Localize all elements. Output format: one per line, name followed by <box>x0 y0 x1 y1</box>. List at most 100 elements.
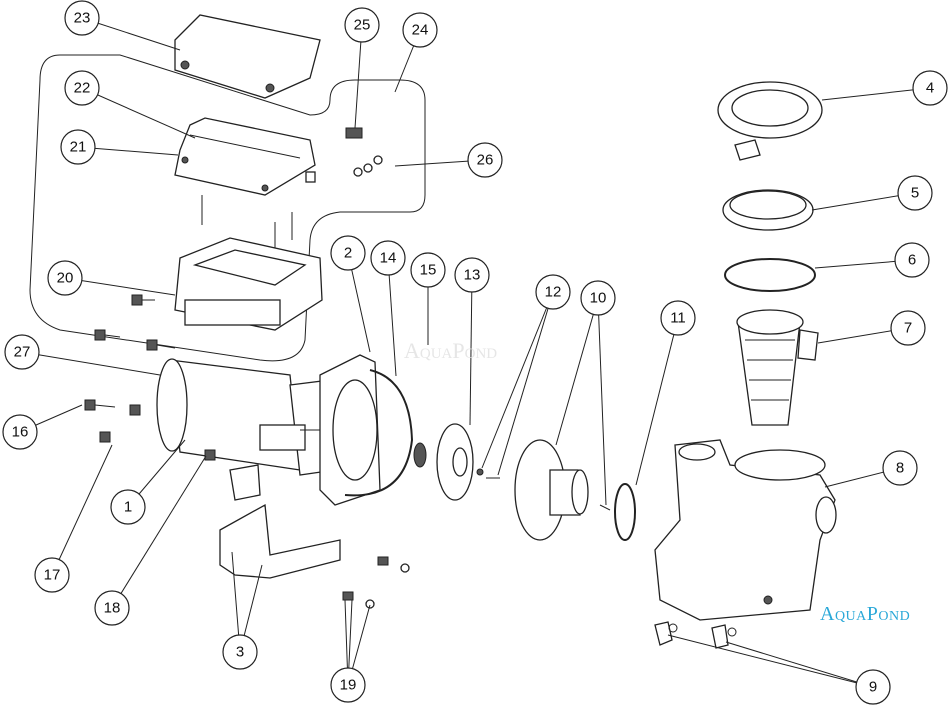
callout-circle <box>402 12 438 48</box>
callout-6: 6 <box>894 242 930 278</box>
watermark: AquaPond <box>404 338 498 363</box>
callout-2: 2 <box>330 235 366 271</box>
callout-number: 26 <box>477 152 494 169</box>
part-10-diffuser <box>514 439 611 541</box>
part-8-pump-housing <box>654 439 837 621</box>
aquapond-logo: AquaPond <box>820 603 911 625</box>
part-15-seal <box>413 442 427 468</box>
callout-number: 14 <box>380 250 397 267</box>
callout-26: 26 <box>467 142 503 178</box>
leader-line-10 <box>555 297 599 446</box>
callout-14: 14 <box>370 240 406 276</box>
callout-9: 9 <box>855 669 891 705</box>
callout-20: 20 <box>47 260 83 296</box>
callout-circle <box>454 257 490 293</box>
callout-15: 15 <box>410 252 446 288</box>
callout-circle <box>64 70 100 106</box>
part-22-21-drive-cover <box>174 117 316 196</box>
callout-circle <box>897 175 933 211</box>
leader-line-4 <box>821 87 931 101</box>
leader-line-20 <box>64 277 176 296</box>
leader-line-9 <box>667 634 874 688</box>
callout-number: 18 <box>104 600 121 617</box>
callout-number: 3 <box>236 644 244 661</box>
callout-27: 27 <box>4 334 40 370</box>
callout-number: 13 <box>464 267 481 284</box>
callout-circle <box>2 414 38 450</box>
callout-number: 5 <box>911 185 919 202</box>
callout-number: 25 <box>354 17 371 34</box>
part-3-base <box>219 464 341 579</box>
callout-18: 18 <box>94 590 130 626</box>
part-11-o-ring <box>614 483 636 541</box>
callout-number: 8 <box>896 460 904 477</box>
part-25-26-plugs <box>345 127 383 177</box>
callout-3: 3 <box>222 634 258 670</box>
callout-circle <box>4 334 40 370</box>
callout-circle <box>94 590 130 626</box>
callout-circle <box>535 274 571 310</box>
callout-number: 1 <box>124 499 132 516</box>
callout-number: 16 <box>12 424 29 441</box>
callout-circle <box>894 242 930 278</box>
callout-number: 2 <box>344 245 352 262</box>
callout-number: 9 <box>869 679 877 696</box>
callout-4: 4 <box>912 70 948 106</box>
callout-circle <box>410 252 446 288</box>
callout-21: 21 <box>60 129 96 165</box>
callout-circle <box>912 70 948 106</box>
callout-10: 10 <box>580 280 616 316</box>
callout-25: 25 <box>344 7 380 43</box>
part-13-impeller <box>436 423 474 501</box>
callout-22: 22 <box>64 70 100 106</box>
callout-circle <box>330 667 366 703</box>
callout-24: 24 <box>402 12 438 48</box>
leader-line-10 <box>597 297 607 506</box>
callout-circle <box>890 310 926 346</box>
callout-circle <box>222 634 258 670</box>
callout-number: 4 <box>926 80 934 97</box>
part-9-drain-plugs <box>654 621 737 649</box>
bolts <box>84 294 410 609</box>
callout-circle <box>344 7 380 43</box>
callout-number: 19 <box>340 677 357 694</box>
leader-line-13 <box>469 274 473 426</box>
callout-circle <box>34 557 70 593</box>
leader-line-12 <box>497 291 554 476</box>
callout-number: 15 <box>420 262 437 279</box>
part-2-seal-plate <box>319 354 381 506</box>
callout-number: 17 <box>44 567 61 584</box>
callout-circle <box>60 129 96 165</box>
leader-line-27 <box>21 351 161 376</box>
kit-outline <box>29 54 426 362</box>
callout-number: 23 <box>74 10 91 27</box>
callout-number: 12 <box>545 284 562 301</box>
callout-16: 16 <box>2 414 38 450</box>
part-14-gasket <box>344 369 414 497</box>
callout-circle <box>580 280 616 316</box>
screws <box>201 171 316 250</box>
callout-circle <box>370 240 406 276</box>
leader-line-9 <box>725 641 874 688</box>
callout-number: 7 <box>904 320 912 337</box>
leader-line-22 <box>81 87 196 139</box>
callout-17: 17 <box>34 557 70 593</box>
part-5-lid <box>722 189 814 231</box>
leader-line-14 <box>387 257 397 377</box>
callout-8: 8 <box>882 450 918 486</box>
part-4-lid-ring <box>717 81 823 161</box>
callout-11: 11 <box>660 300 696 336</box>
callout-circle <box>882 450 918 486</box>
part-12-screw <box>476 468 500 479</box>
callout-5: 5 <box>897 175 933 211</box>
callout-number: 27 <box>14 344 31 361</box>
part-1-motor <box>156 358 345 476</box>
callout-circle <box>47 260 83 296</box>
callout-23: 23 <box>64 0 100 36</box>
callout-circle <box>110 489 146 525</box>
callout-circle <box>855 669 891 705</box>
callout-number: 11 <box>670 310 686 327</box>
part-6-o-ring <box>724 258 816 292</box>
leader-line-11 <box>635 317 679 486</box>
